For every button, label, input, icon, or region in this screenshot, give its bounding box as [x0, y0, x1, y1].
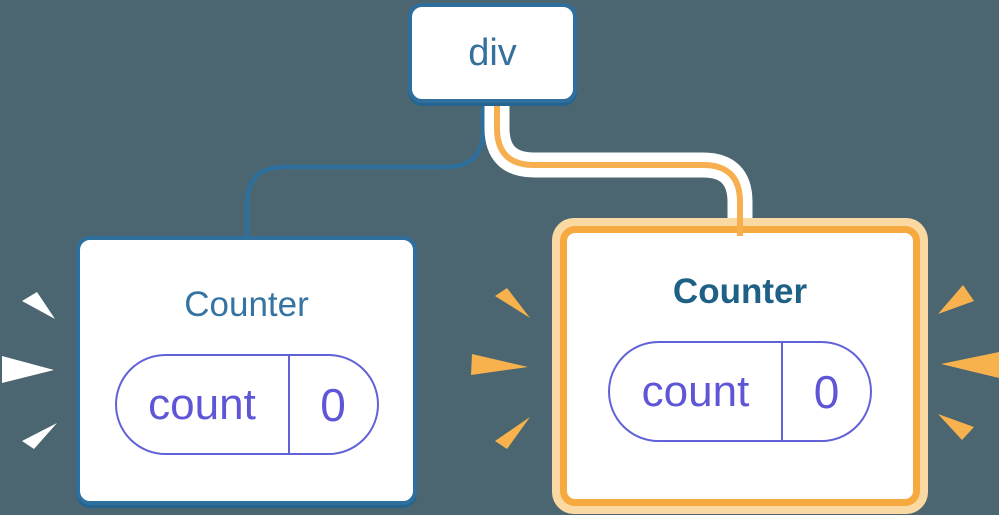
tree-node-div: div [408, 3, 577, 103]
counter-title: Counter [184, 285, 309, 324]
state-pill: count 0 [608, 341, 872, 442]
spark-ray-icon [22, 292, 55, 319]
edge-entry-stub [737, 217, 743, 236]
edge-div-to-left-counter [244, 101, 486, 240]
state-pill: count 0 [114, 354, 379, 455]
spark-ray-icon [495, 288, 530, 318]
spark-ray-icon [938, 414, 974, 440]
spark-burst-orange-right-icon [938, 285, 999, 440]
spark-ray-icon [22, 423, 57, 449]
spark-ray-icon [938, 285, 974, 314]
state-value: 0 [813, 365, 840, 418]
counter-card-right-inner: Counter count 0 [560, 226, 920, 506]
state-value: 0 [320, 378, 346, 431]
spark-ray-icon [941, 352, 999, 378]
spark-burst-white-icon [2, 292, 57, 449]
spark-ray-icon [2, 356, 54, 383]
spark-burst-orange-left-icon [471, 288, 530, 449]
counter-card-left: Counter count 0 [76, 236, 417, 505]
state-key: count [117, 356, 290, 453]
counter-card-right-highlighted: Counter count 0 [552, 218, 928, 514]
state-key: count [610, 343, 783, 440]
counter-title: Counter [672, 272, 808, 311]
spark-ray-icon [471, 354, 528, 375]
spark-ray-icon [495, 417, 530, 449]
node-label: div [468, 31, 517, 74]
edge-div-to-right-counter [494, 102, 743, 234]
